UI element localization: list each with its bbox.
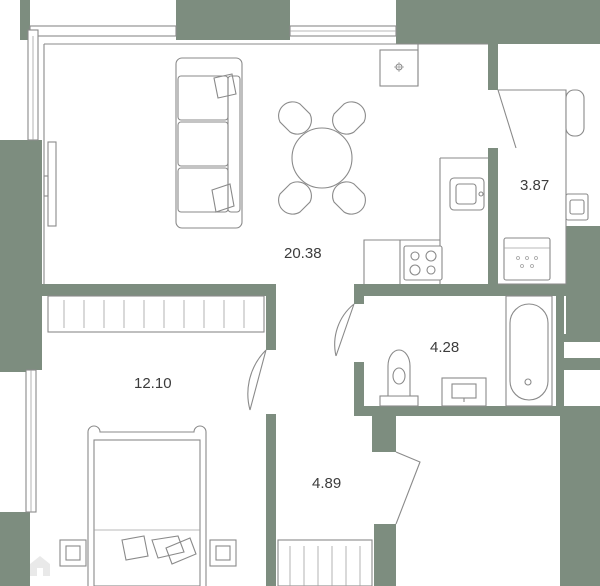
- wall-bedroom-top: [42, 284, 276, 296]
- sink-basin: [455, 183, 477, 205]
- door-swing-bedroom: [247, 349, 267, 411]
- bed-pillow-1: [121, 535, 149, 561]
- bathroom-sink: [441, 377, 487, 407]
- wall-hall-right-lower: [374, 524, 396, 586]
- area-storage: 3.87: [520, 177, 549, 194]
- wall-right-block-3: [560, 358, 600, 370]
- bedroom-fixtures: [47, 295, 267, 586]
- area-labels: 20.38 3.87 4.28 12.10 4.89: [134, 177, 549, 492]
- wall-right-thin: [556, 296, 564, 416]
- wall-bath-left-stub: [354, 284, 364, 304]
- wall-right-block-1: [566, 226, 600, 334]
- kitchen-counter: [363, 157, 488, 284]
- windows: [0, 25, 397, 513]
- sofa-cushion-2: [211, 183, 235, 213]
- area-bedroom: 12.10: [134, 375, 172, 392]
- living-outline: [43, 43, 488, 284]
- wall-kitchen-storage: [488, 148, 498, 284]
- nightstand-right: [209, 539, 237, 567]
- wall-bath-bottom: [354, 406, 566, 416]
- dining-table: [291, 127, 353, 189]
- wall-top-1: [176, 0, 290, 40]
- wall-bath-top: [354, 284, 566, 296]
- storage-outline: [498, 89, 567, 285]
- wall-bath-left: [354, 362, 364, 416]
- chair-3: [278, 181, 312, 215]
- wall-bedroom-right-upper: [266, 284, 276, 350]
- kitchen: [363, 44, 488, 284]
- storage-fixtures: [497, 89, 589, 281]
- wall-right-block-4: [560, 406, 600, 586]
- wall-hall-right-stub: [372, 416, 396, 452]
- door-swing-bathroom: [334, 303, 355, 357]
- wall-top-left: [20, 0, 30, 40]
- area-hallway: 4.89: [312, 475, 341, 492]
- hall-shoe-rack: [277, 539, 373, 586]
- tv-unit: [43, 141, 57, 227]
- window-top-center: [289, 25, 397, 37]
- bathtub: [505, 295, 553, 407]
- door-swing-entrance: [395, 451, 421, 525]
- wall-right-block-2: [560, 334, 600, 342]
- dining-set: [278, 101, 366, 215]
- wall-right-upper: [488, 44, 498, 90]
- wall-left-lower: [0, 512, 30, 586]
- chair-1: [278, 101, 312, 135]
- bathroom-fixtures: [334, 295, 553, 407]
- wall-left-upper: [0, 140, 42, 370]
- wardrobe: [47, 295, 265, 333]
- hallway-fixtures: [277, 451, 421, 586]
- wall-top-2: [396, 0, 600, 44]
- faucet-icon: [478, 191, 484, 197]
- bed-pillow-3: [165, 537, 197, 565]
- fridge: [379, 49, 419, 87]
- area-bathroom: 4.28: [430, 339, 459, 356]
- washing-machine-icon: [503, 237, 551, 281]
- area-living-kitchen: 20.38: [284, 245, 322, 262]
- water-heater: [565, 89, 585, 137]
- cooktop-icon: [403, 245, 443, 281]
- sofa: [175, 57, 243, 229]
- window-top-left: [27, 25, 177, 141]
- house-logo-icon: [30, 556, 50, 576]
- door-swing-storage: [497, 89, 517, 149]
- double-bed: [87, 425, 207, 586]
- wall-bedroom-right-lower: [266, 414, 276, 586]
- partitions: [43, 43, 567, 285]
- nightstand-left: [59, 539, 87, 567]
- bed-pillow-2: [151, 535, 185, 559]
- chair-4: [332, 181, 366, 215]
- toilet-icon: [379, 349, 419, 407]
- window-left-lower: [25, 369, 37, 513]
- storage-sink: [565, 193, 589, 221]
- sofa-cushion-1: [213, 73, 237, 99]
- chair-2: [332, 101, 366, 135]
- wall-left-window-cap: [0, 360, 26, 372]
